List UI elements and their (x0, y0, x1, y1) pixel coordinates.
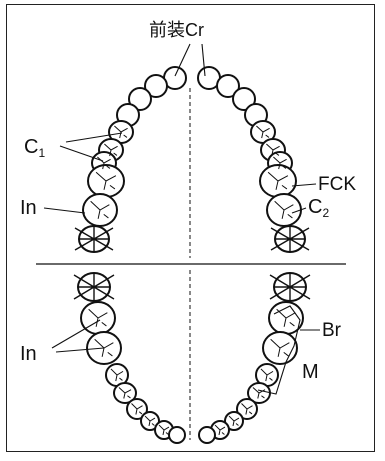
lower-right-tooth-6-restoration-mark (241, 403, 253, 415)
lower-left-tooth-8-restoration-mark (158, 424, 170, 436)
lower-left-tooth-4-restoration-mark (110, 368, 124, 382)
label-c2: C2 (308, 196, 329, 220)
upper-right-tooth-9-restoration-mark (274, 200, 294, 219)
lower-right-tooth-8-restoration-mark (214, 424, 226, 436)
upper-left-tooth-3 (128, 87, 152, 111)
lower-right-tooth-2-restoration-mark (276, 308, 296, 327)
lower-left-tooth-1-cross-mark (73, 273, 115, 301)
label-fck: FCK (318, 174, 356, 195)
lower-right-tooth-4-restoration-mark (260, 368, 274, 382)
upper-right-tooth-8-restoration-mark (267, 171, 289, 190)
lower-left-tooth-2-restoration-mark (88, 308, 108, 327)
lower-right-tooth-9 (198, 426, 216, 444)
upper-right-tooth-7-restoration-mark (273, 156, 287, 170)
label-br: Br (322, 320, 342, 341)
lower-right-tooth-7-restoration-mark (228, 415, 240, 427)
lower-right-tooth-1-cross-mark (269, 273, 311, 301)
upper-left-tooth-6-restoration-mark (104, 143, 118, 157)
upper-left-tooth-9-restoration-mark (90, 200, 110, 219)
lower-left-tooth-7-restoration-mark (144, 415, 156, 427)
upper-right-tooth-5-restoration-mark (256, 125, 270, 139)
lower-left-tooth-6-restoration-mark (131, 403, 143, 415)
upper-right-tooth-2 (216, 74, 240, 98)
label-in-upper: In (20, 197, 37, 219)
label-c1: C1 (24, 136, 45, 160)
label-m: M (302, 361, 319, 383)
leader-lines (43, 43, 320, 395)
lower-left-tooth-5-restoration-mark (118, 387, 132, 399)
upper-right-tooth-10-cross-mark (270, 226, 310, 252)
lower-left-tooth-9 (168, 426, 186, 444)
lower-right-tooth-3-restoration-mark (270, 338, 290, 357)
label-anterior-crown: 前装Cr (149, 20, 204, 40)
upper-left-tooth-10-cross-mark (74, 226, 114, 252)
upper-left-tooth-2 (144, 74, 168, 98)
label-in-lower: In (20, 343, 37, 365)
upper-left-tooth-8-restoration-mark (95, 171, 117, 190)
upper-left-tooth-7-restoration-mark (97, 156, 111, 170)
upper-right-tooth-6-restoration-mark (266, 143, 280, 157)
upper-right-tooth-3 (232, 87, 256, 111)
